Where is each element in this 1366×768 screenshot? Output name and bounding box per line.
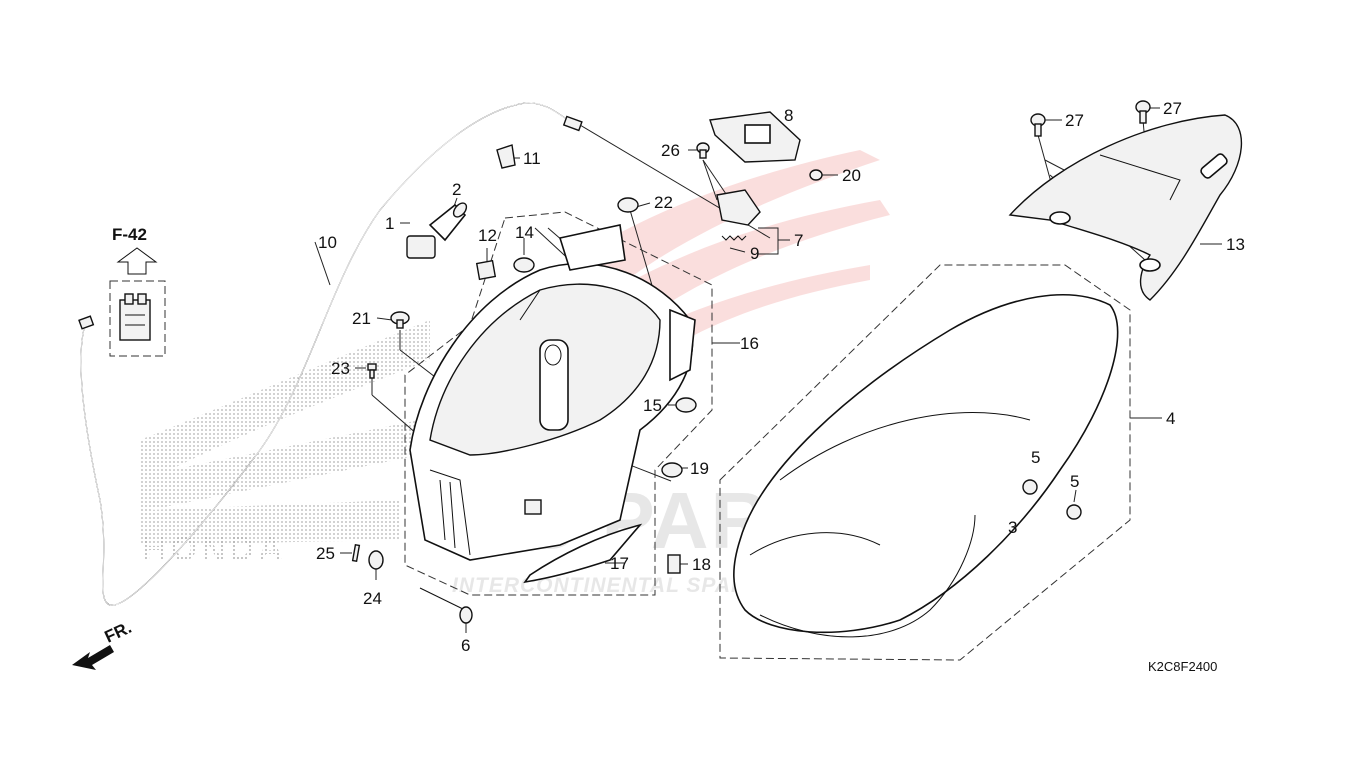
front-indicator: FR. <box>72 618 135 670</box>
callout-21: 21 <box>352 309 371 328</box>
callout-20: 20 <box>842 166 861 185</box>
callout-17: 17 <box>610 554 629 573</box>
reference-label: F-42 <box>112 225 147 244</box>
part-27b <box>1135 100 1151 124</box>
callout-24: 24 <box>363 589 382 608</box>
callout-11: 11 <box>523 149 541 168</box>
seat-outline <box>719 264 1131 661</box>
callout-19: 19 <box>690 459 709 478</box>
part-23 <box>367 363 377 379</box>
honda-wing-halftone <box>140 320 430 545</box>
part-12 <box>475 259 497 281</box>
front-arrow-icon <box>72 645 114 670</box>
reference-box <box>109 280 166 357</box>
part-14 <box>513 257 535 273</box>
part-21 <box>390 311 410 329</box>
part-3 <box>759 514 976 638</box>
parts-small <box>351 144 697 624</box>
part-20 <box>809 169 823 181</box>
seat-lock-assembly <box>696 111 823 241</box>
callout-26: 26 <box>661 141 680 160</box>
part-24 <box>368 550 384 570</box>
ref-connector-part <box>119 293 151 341</box>
callout-14: 14 <box>515 223 534 242</box>
callout-10: 10 <box>318 233 337 252</box>
part-27a <box>1030 113 1046 137</box>
callout-2: 2 <box>452 180 461 199</box>
part-17 <box>523 523 643 584</box>
part-4 <box>733 294 1119 634</box>
part-9 <box>721 235 747 241</box>
callout-1: 1 <box>385 214 394 233</box>
callout-4: 4 <box>1166 409 1175 428</box>
part-5b <box>1066 504 1082 520</box>
callout-3: 3 <box>1008 518 1017 537</box>
callout-27a: 27 <box>1065 111 1084 130</box>
part-26 <box>696 142 710 159</box>
part-22 <box>617 197 639 213</box>
part-11 <box>496 144 516 169</box>
honda-watermark-text: HONDA <box>142 530 287 568</box>
callout-23: 23 <box>331 359 350 378</box>
part-6 <box>419 587 473 624</box>
callout-5a: 5 <box>1031 448 1040 467</box>
part-7 <box>716 189 761 226</box>
callout-16: 16 <box>740 334 759 353</box>
callout-5b: 5 <box>1070 472 1079 491</box>
part-15 <box>675 397 697 413</box>
callout-8: 8 <box>784 106 793 125</box>
part-18 <box>667 554 681 574</box>
part-5a <box>1022 479 1038 495</box>
part-25 <box>351 543 361 563</box>
part-1 <box>406 235 436 259</box>
callout-7: 7 <box>794 231 803 250</box>
reference-group: F-42 <box>109 225 166 357</box>
callout-27b: 27 <box>1163 99 1182 118</box>
seat-lock-cable <box>78 102 583 606</box>
diagram-code: K2C8F2400 <box>1148 659 1217 674</box>
luggage-box <box>409 224 696 561</box>
seat-assembly <box>733 294 1119 638</box>
callout-labels: 1 2 3 4 5 5 6 7 8 9 10 11 12 13 14 15 16… <box>316 99 1245 655</box>
callout-13: 13 <box>1226 235 1245 254</box>
callout-25: 25 <box>316 544 335 563</box>
callout-22: 22 <box>654 193 673 212</box>
callout-12: 12 <box>478 226 497 245</box>
up-arrow-icon <box>116 247 158 275</box>
part-13 <box>1008 114 1243 301</box>
callout-6: 6 <box>461 636 470 655</box>
rear-carrier <box>1008 100 1243 301</box>
front-label: FR. <box>102 618 135 647</box>
callout-9: 9 <box>750 244 759 263</box>
callout-18: 18 <box>692 555 711 574</box>
callout-15: 15 <box>643 396 662 415</box>
luggage-box-outline <box>404 211 713 596</box>
part-19 <box>661 462 683 478</box>
